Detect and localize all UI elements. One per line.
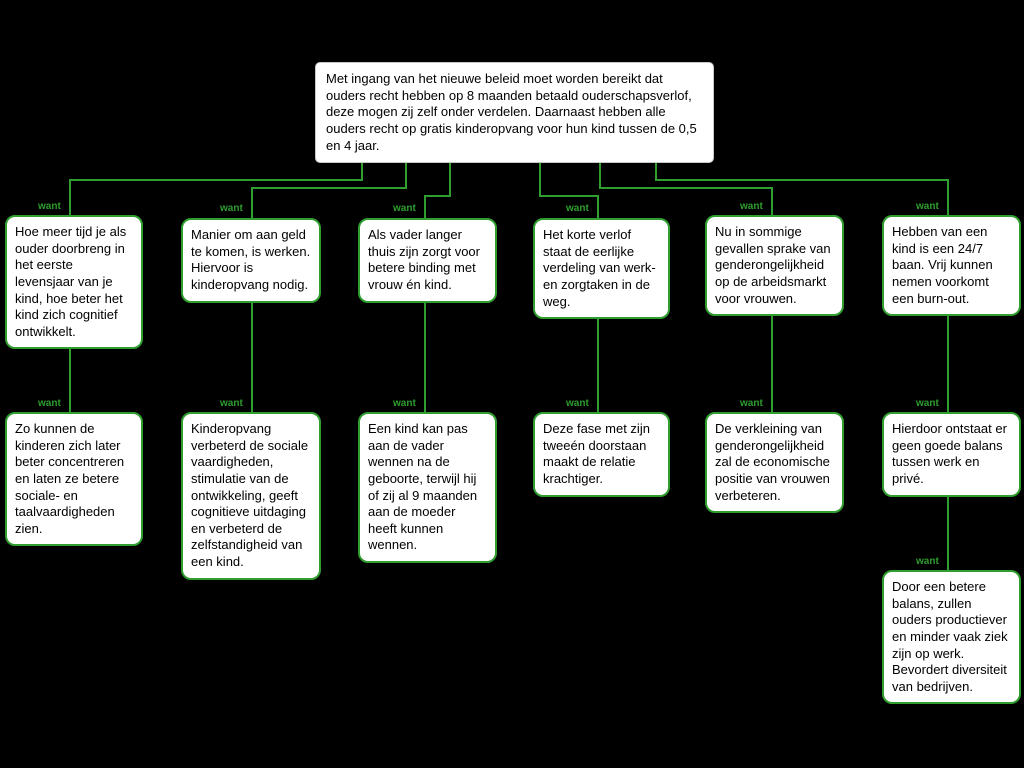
connector-label-want: want	[916, 556, 939, 567]
sub-reason-box-4[interactable]: Deze fase met zijn tweeén doorstaan maak…	[533, 412, 670, 497]
connector-label-want: want	[916, 398, 939, 409]
connector-main-to-reason-5	[599, 145, 773, 222]
sub-reason-box-6[interactable]: Hierdoor ontstaat er geen goede balans t…	[882, 412, 1021, 497]
sub-reason-box-1[interactable]: Zo kunnen de kinderen zich later beter c…	[5, 412, 143, 547]
reason-box-2[interactable]: Manier om aan geld te komen, is werken. …	[181, 218, 321, 303]
connector-label-want: want	[393, 398, 416, 409]
sub-sub-reason-box-6[interactable]: Door een betere balans, zullen ouders pr…	[882, 570, 1021, 705]
connector-label-want: want	[916, 201, 939, 212]
main-claim-box[interactable]: Met ingang van het nieuwe beleid moet wo…	[315, 62, 714, 164]
connector-label-want: want	[38, 398, 61, 409]
connector-label-want: want	[566, 203, 589, 214]
reason-box-4[interactable]: Het korte verlof staat de eerlijke verde…	[533, 218, 670, 320]
connector-label-want: want	[740, 398, 763, 409]
reason-box-6[interactable]: Hebben van een kind is een 24/7 baan. Vr…	[882, 215, 1021, 317]
connector-label-want: want	[38, 201, 61, 212]
sub-reason-box-2[interactable]: Kinderopvang verbeterd de sociale vaardi…	[181, 412, 321, 580]
sub-reason-box-3[interactable]: Een kind kan pas aan de vader wennen na …	[358, 412, 497, 563]
connector-label-want: want	[393, 203, 416, 214]
connector-label-want: want	[566, 398, 589, 409]
connector-label-want: want	[220, 398, 243, 409]
reason-box-5[interactable]: Nu in sommige gevallen sprake van gender…	[705, 215, 844, 317]
connector-main-to-reason-4	[539, 145, 599, 224]
reason-box-1[interactable]: Hoe meer tijd je als ouder doorbreng in …	[5, 215, 143, 350]
connector-main-to-reason-2	[251, 145, 407, 224]
connector-label-want: want	[740, 201, 763, 212]
connector-main-to-reason-3	[424, 145, 451, 224]
reason-box-3[interactable]: Als vader langer thuis zijn zorgt voor b…	[358, 218, 497, 303]
connector-label-want: want	[220, 203, 243, 214]
sub-reason-box-5[interactable]: De verkleining van genderongelijkheid za…	[705, 412, 844, 514]
